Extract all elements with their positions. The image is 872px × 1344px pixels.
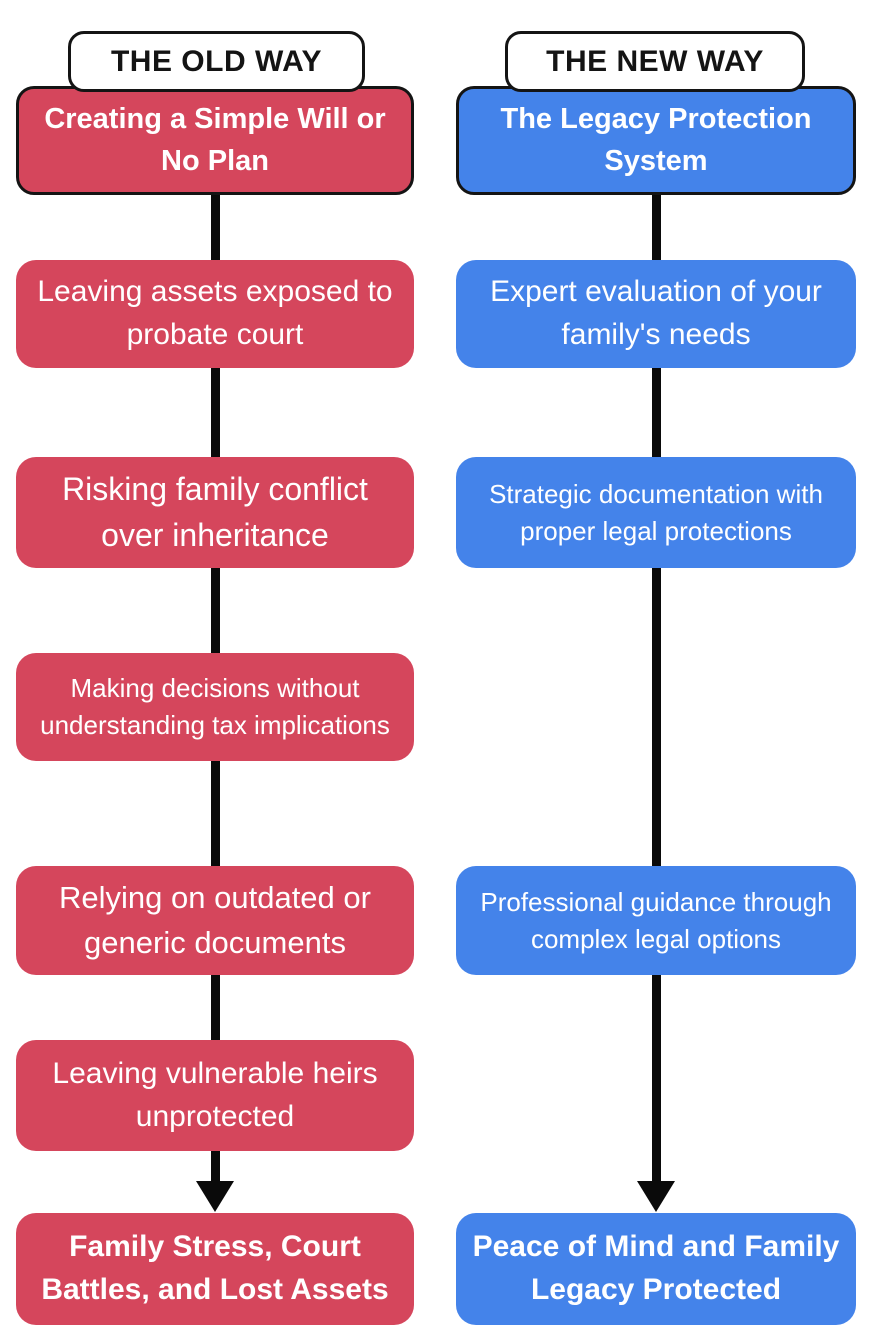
old-way-down-arrow-icon [196,1181,234,1212]
new-way-step-3: Professional guidance through complex le… [456,866,856,975]
old-way-step-3: Making decisions without understanding t… [16,653,414,761]
new-way-down-arrow-icon [637,1181,675,1212]
new-way-step-2: Strategic documentation with proper lega… [456,457,856,568]
old-way-step-2-label: Risking family conflict over inheritance [62,471,368,553]
old-way-step-4-label: Relying on outdated or generic documents [59,880,371,960]
old-way-step-3-label: Making decisions without understanding t… [40,673,390,740]
new-way-title-label: The Legacy Protection System [500,103,812,177]
old-way-step-1: Leaving assets exposed to probate court [16,260,414,368]
old-way-result-box: Family Stress, Court Battles, and Lost A… [16,1213,414,1325]
old-way-result-label: Family Stress, Court Battles, and Lost A… [41,1230,389,1306]
old-way-title-label: Creating a Simple Will or No Plan [44,103,386,177]
new-way-title-box: The Legacy Protection System [456,86,856,195]
old-way-step-1-label: Leaving assets exposed to probate court [37,275,393,351]
old-way-step-4: Relying on outdated or generic documents [16,866,414,975]
old-way-header: THE OLD WAY [68,31,365,92]
old-way-header-label: THE OLD WAY [110,45,323,78]
old-way-step-2: Risking family conflict over inheritance [16,457,414,568]
new-way-step-1: Expert evaluation of your family's needs [456,260,856,368]
new-way-header-label: THE NEW WAY [546,45,764,78]
new-way-step-1-label: Expert evaluation of your family's needs [490,275,822,351]
new-way-header: THE NEW WAY [505,31,805,92]
old-way-title-box: Creating a Simple Will or No Plan [16,86,414,195]
new-way-result-label: Peace of Mind and Family Legacy Protecte… [472,1230,840,1306]
new-way-step-3-label: Professional guidance through complex le… [480,886,832,954]
old-way-step-5: Leaving vulnerable heirs unprotected [16,1040,414,1151]
new-way-result-box: Peace of Mind and Family Legacy Protecte… [456,1213,856,1325]
old-way-step-5-label: Leaving vulnerable heirs unprotected [52,1056,378,1133]
new-way-step-2-label: Strategic documentation with proper lega… [489,478,823,546]
new-way-flow-line [652,190,661,1185]
